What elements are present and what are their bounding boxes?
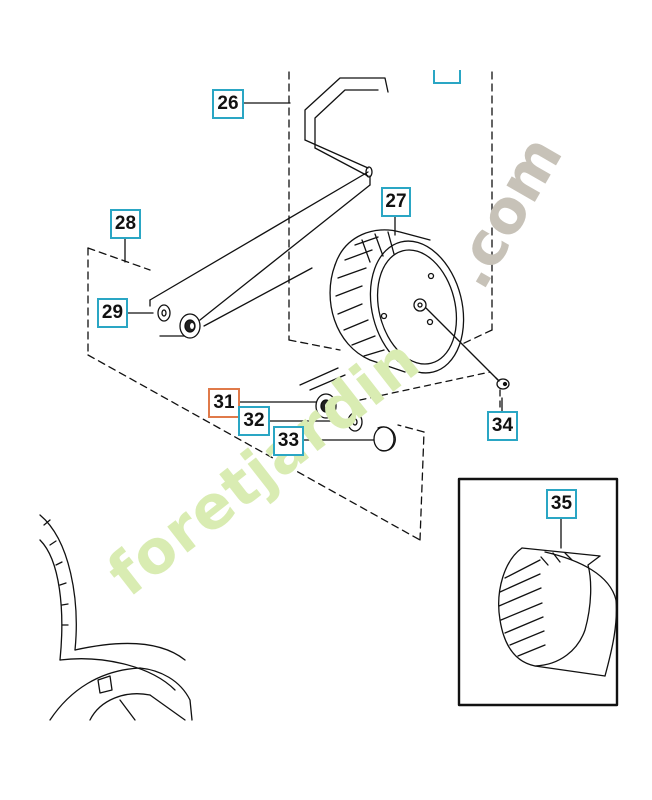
dashed-group-outline-26 <box>288 71 493 351</box>
hub-cap-33 <box>373 426 396 452</box>
screw-34 <box>495 377 510 390</box>
callout-top-partial <box>433 70 461 84</box>
callout-32[interactable]: 32 <box>238 406 270 436</box>
washer-29 <box>157 304 171 322</box>
handle-frame <box>149 77 389 327</box>
callout-29[interactable]: 29 <box>97 298 128 328</box>
callout-34[interactable]: 34 <box>487 411 518 441</box>
callout-27[interactable]: 27 <box>381 187 411 217</box>
callout-31[interactable]: 31 <box>208 388 240 418</box>
dashed-leader-34 <box>359 371 501 421</box>
bearing-31 <box>299 367 346 419</box>
wheel-illustration <box>329 229 499 381</box>
callout-26[interactable]: 26 <box>212 89 244 119</box>
axle-bearing <box>179 313 201 339</box>
callout-28[interactable]: 28 <box>110 209 141 239</box>
inset-box-35 <box>457 477 619 707</box>
washer-32 <box>347 412 363 432</box>
mower-deck-partial <box>39 514 193 721</box>
dashed-group-outline-28 <box>87 247 425 541</box>
callout-33[interactable]: 33 <box>273 426 304 456</box>
callout-35[interactable]: 35 <box>546 489 577 519</box>
